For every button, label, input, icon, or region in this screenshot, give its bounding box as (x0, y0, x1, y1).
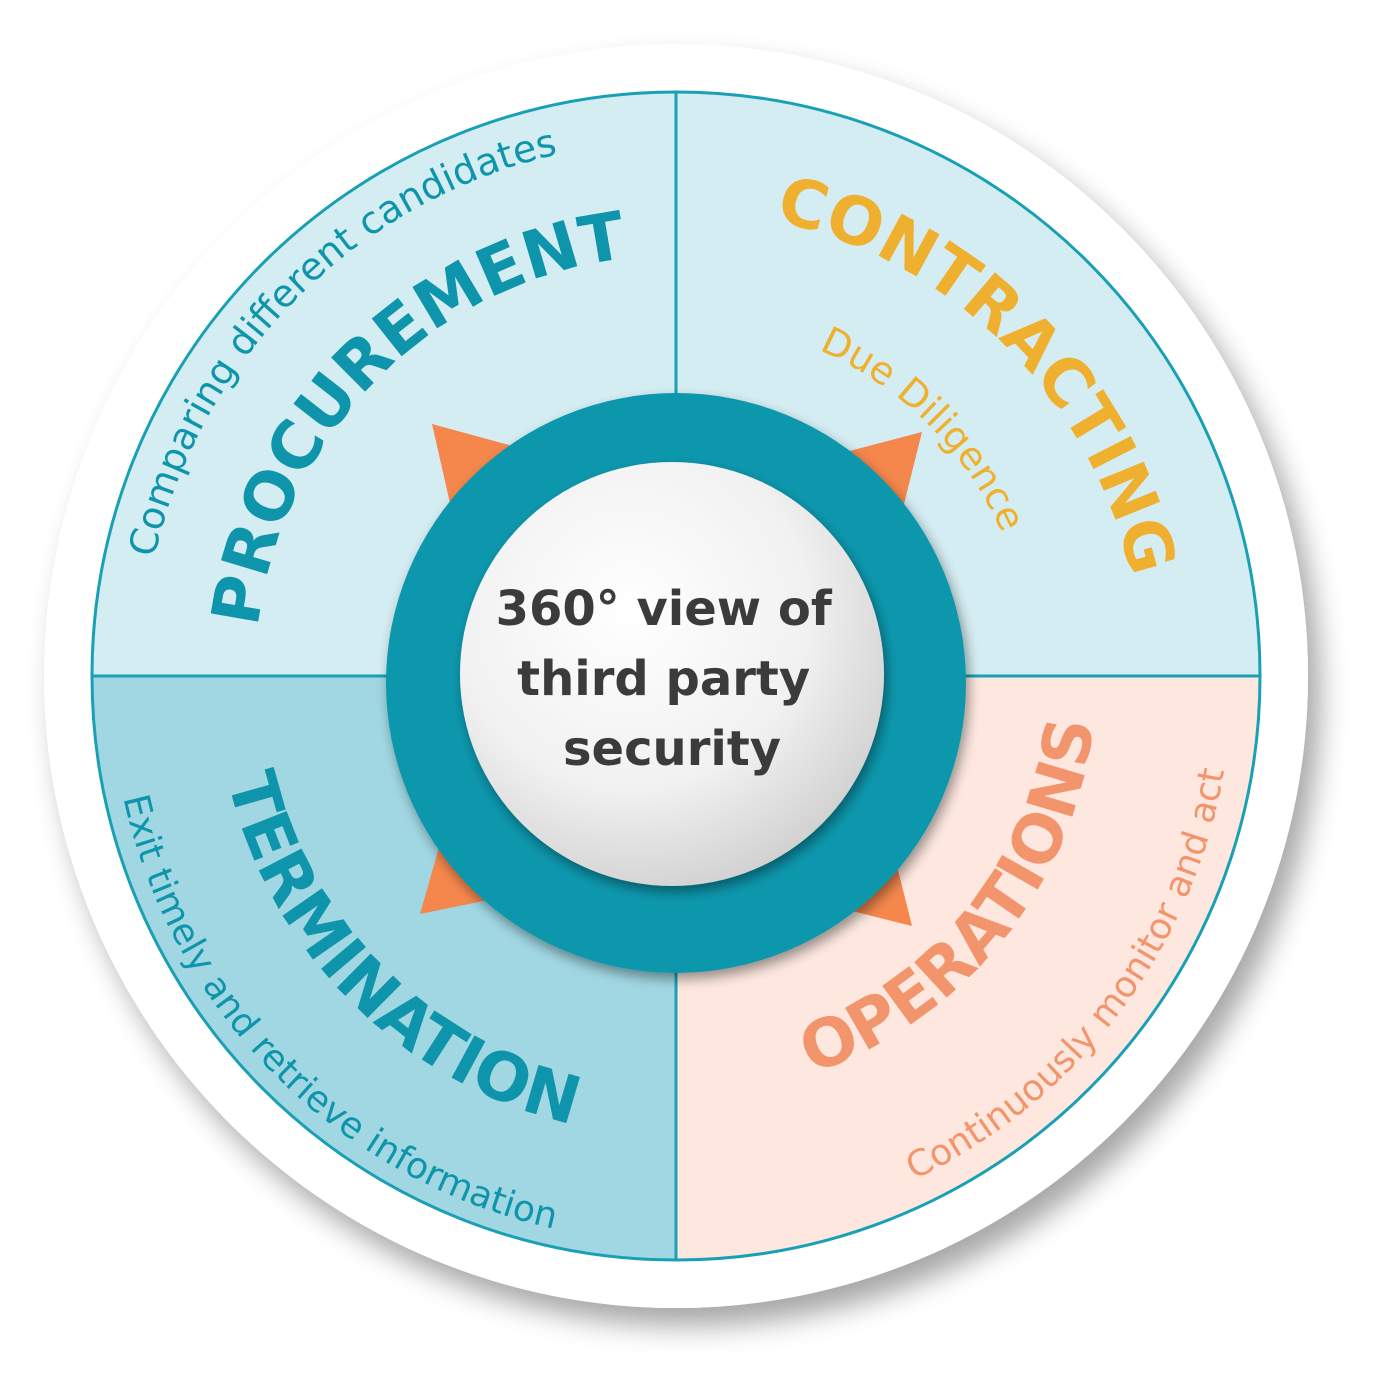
center-label: 360° view of third party security (496, 581, 849, 777)
center-line-2: third party (517, 651, 810, 707)
arrow-top-left (432, 424, 520, 512)
arrow-top-right (838, 432, 922, 520)
center-line-1: 360° view of (496, 581, 833, 637)
center-line-3: security (563, 721, 781, 777)
center-sphere (460, 462, 884, 886)
wheel-rim (90, 90, 1262, 1262)
